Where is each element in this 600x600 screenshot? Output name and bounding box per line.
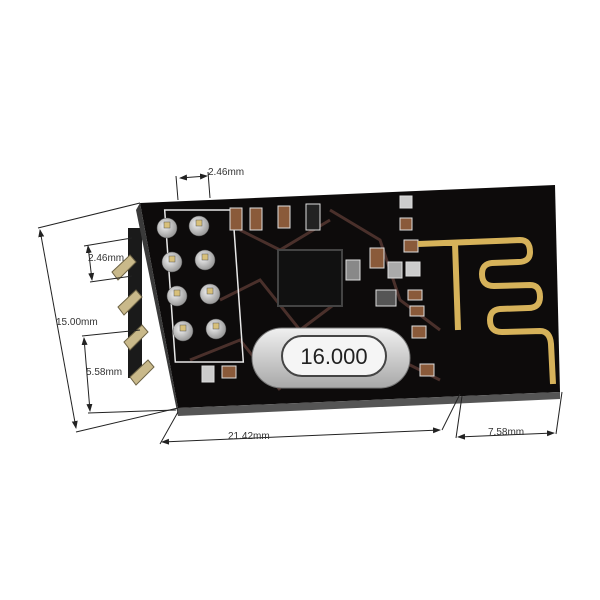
- dim-pin-pitch-vertical: 2.46mm: [88, 253, 124, 264]
- dim-pin-offset: 5.58mm: [86, 367, 122, 378]
- dimension-labels: 2.46mm 2.46mm 15.00mm 5.58mm 21.42mm 7.5…: [56, 167, 524, 442]
- crystal-oscillator: 16.000: [251, 327, 411, 389]
- dim-pin-pitch-horizontal: 2.46mm: [208, 167, 244, 178]
- smd-components: [201, 195, 435, 383]
- rf-chip: [277, 249, 343, 307]
- dim-board-length: 21.42mm: [228, 431, 270, 442]
- dim-board-width: 15.00mm: [56, 317, 98, 328]
- dim-antenna-length: 7.58mm: [488, 427, 524, 438]
- header-pins: [111, 228, 155, 386]
- pin-pads: [156, 215, 227, 342]
- crystal-label: 16.000: [300, 344, 367, 369]
- pcb-antenna: [417, 236, 556, 385]
- pin-header-outline: [163, 209, 245, 363]
- dimension-lines: [37, 171, 563, 445]
